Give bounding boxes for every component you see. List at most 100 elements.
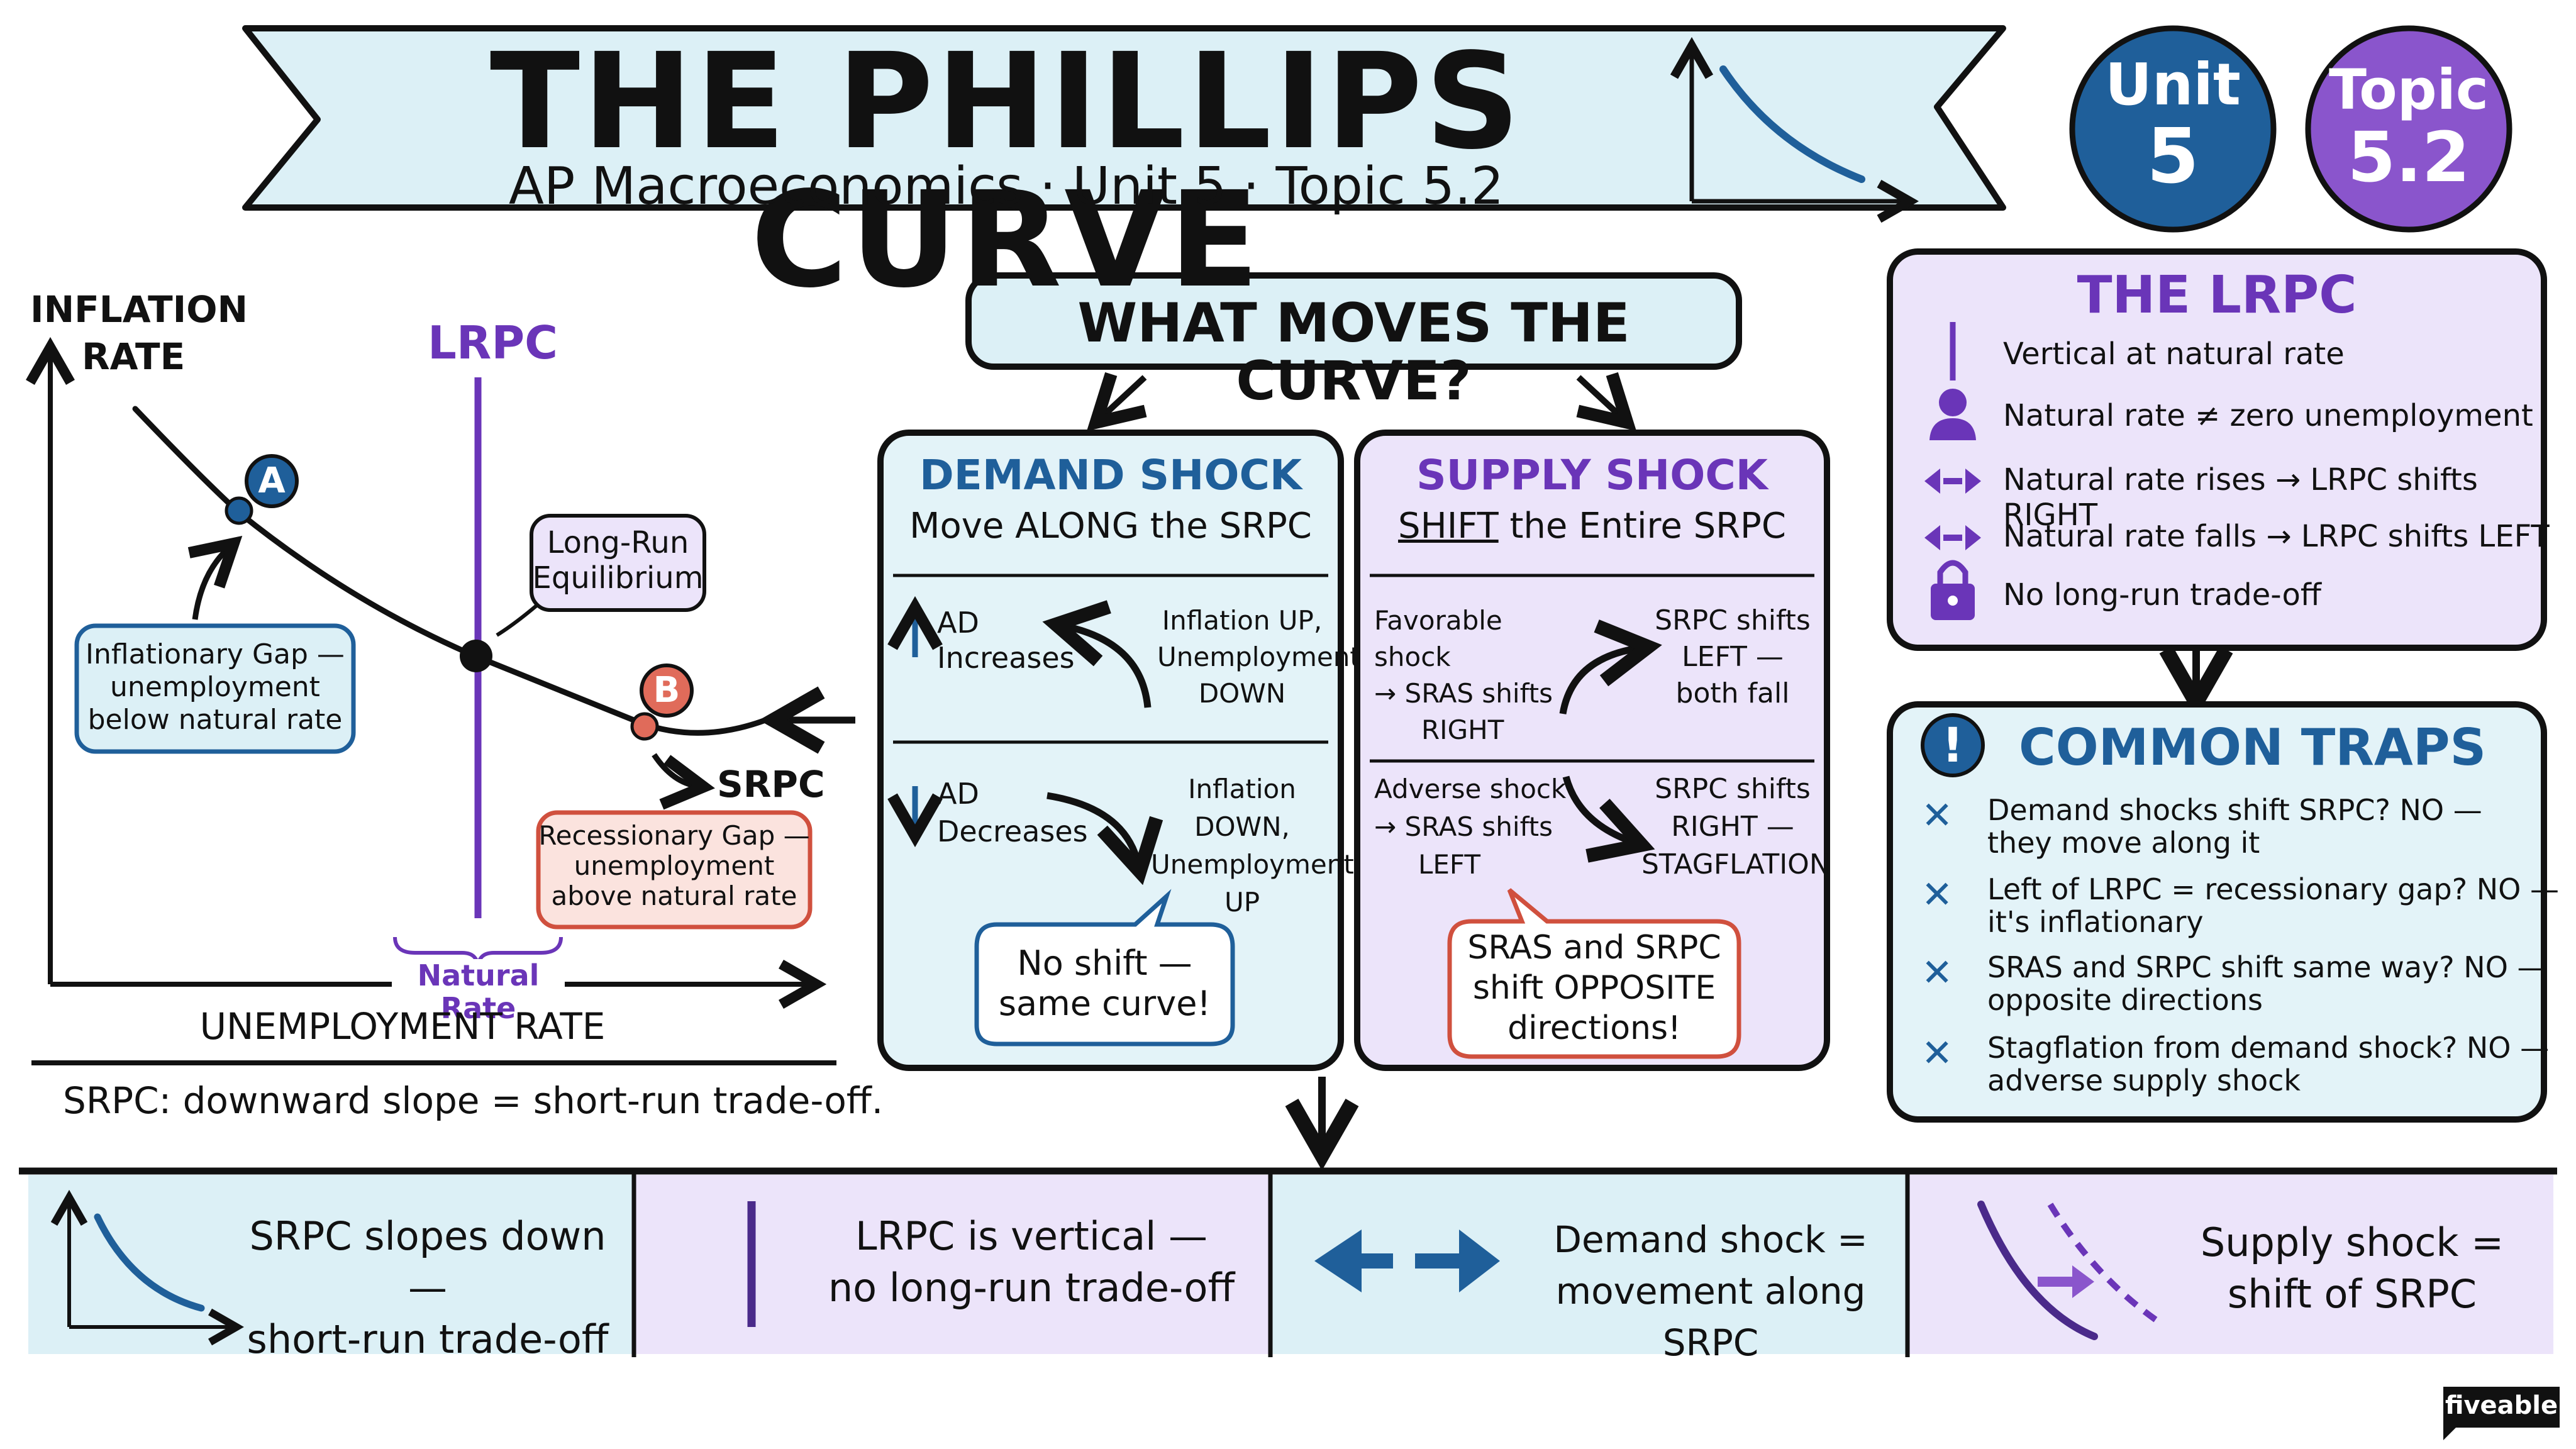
trap-x-icon-4: ✕: [1921, 1031, 1953, 1075]
no-shift-bubble: [974, 889, 1235, 1046]
unit-badge-value: 5: [2146, 113, 2199, 201]
decrease-effect-line-1: Inflation DOWN,: [1188, 774, 1296, 842]
ad-increases: AD Increases: [937, 605, 1075, 675]
lrpc-item-1: Vertical at natural rate: [2003, 336, 2345, 372]
natural-rate-label: Natural Rate: [392, 959, 565, 1024]
increase-effect-line-3: DOWN: [1198, 678, 1286, 709]
trap-4-line-2: adverse supply shock: [1987, 1063, 2301, 1097]
trap-4-line-1: Stagflation from demand shock? NO —: [1987, 1031, 2550, 1065]
lrpc-label: LRPC: [428, 316, 558, 369]
point-b-badge: [640, 663, 694, 718]
trap-3-line-2: opposite directions: [1987, 983, 2263, 1017]
adverse-effect-line-1: SRPC shifts: [1655, 773, 1811, 805]
favorable-effect-line-1: SRPC shifts: [1655, 604, 1811, 636]
adverse-line-2: → SRAS shifts: [1374, 811, 1553, 842]
bottom-4-line-2: shift of SRPC: [2227, 1271, 2477, 1317]
favorable-line-1: Favorable shock: [1374, 605, 1502, 672]
decrease-effect-line-2: Unemployment: [1151, 849, 1354, 880]
bottom-text-2: LRPC is vertical — no long-run trade-off: [818, 1211, 1245, 1314]
page-title: THE PHILLIPS CURVE: [489, 25, 1523, 317]
adverse-line-3: LEFT: [1418, 849, 1481, 880]
adverse-shock: Adverse shock → SRAS shifts LEFT: [1374, 770, 1575, 884]
recessionary-gap-line-1: Recessionary Gap —: [538, 820, 810, 851]
long-run-eq-bubble: [530, 514, 706, 612]
lrpc-item-4: Natural rate falls → LRPC shifts LEFT: [2003, 519, 2550, 554]
inflationary-gap-line-1: Inflationary Gap —: [86, 638, 345, 670]
trap-item-1: Demand shocks shift SRPC? NO — they move…: [1987, 794, 2482, 859]
decrease-effect-line-3: UP: [1224, 887, 1260, 918]
recessionary-gap-text: Recessionary Gap — unemployment above na…: [538, 821, 810, 911]
opposite-line-1: SRAS and SRPC: [1467, 929, 1721, 967]
increase-effect-line-1: Inflation UP,: [1162, 605, 1323, 636]
favorable-effect-line-2: LEFT —: [1682, 641, 1784, 673]
supply-shock-subtitle: SHIFT the Entire SRPC: [1357, 506, 1827, 547]
trap-x-icon-2: ✕: [1921, 873, 1953, 917]
exclamation-icon: [1921, 713, 1985, 777]
trap-item-3: SRAS and SRPC shift same way? NO — oppos…: [1987, 951, 2546, 1016]
double-arrow-icon-2: [1924, 525, 1981, 550]
lrpc-item-3: Natural rate rises → LRPC shifts RIGHT: [2003, 462, 2478, 533]
traps-panel: [1887, 701, 2547, 1123]
ad-increases-line-2: Increases: [937, 641, 1075, 675]
trap-item-4: Stagflation from demand shock? NO — adve…: [1987, 1031, 2549, 1097]
bottom-1-line-1: SRPC slopes down —: [249, 1213, 606, 1311]
adverse-effect-line-3: STAGFLATION: [1641, 848, 1830, 880]
ad-decreases: AD Decreases: [937, 775, 1088, 850]
y-axis-label-2: RATE: [82, 335, 186, 378]
point-a-label: A: [258, 460, 286, 501]
inflationary-gap-line-2: unemployment: [110, 671, 320, 703]
no-shift-line-2: same curve!: [998, 984, 1211, 1023]
inflationary-gap-box: [74, 623, 356, 754]
traps-title: COMMON TRAPS: [2019, 718, 2487, 777]
bottom-3-line-1: Demand shock =: [1553, 1218, 1868, 1261]
brand-tag: [2443, 1387, 2560, 1440]
trap-2-line-2: it's inflationary: [1987, 905, 2204, 939]
adverse-line-1: Adverse shock: [1374, 774, 1567, 804]
ad-decreases-line-2: Decreases: [937, 814, 1088, 848]
bottom-text-4: Supply shock = shift of SRPC: [2163, 1217, 2541, 1320]
favorable-line-3: RIGHT: [1421, 714, 1504, 745]
bottom-3-line-2: movement along SRPC: [1555, 1270, 1866, 1364]
banner-chart-icon: [1692, 50, 1906, 201]
opposite-line-2: shift OPPOSITE: [1472, 969, 1716, 1007]
y-axis-label-1: INFLATION: [30, 288, 248, 331]
trap-item-2: Left of LRPC = recessionary gap? NO — it…: [1987, 873, 2559, 938]
favorable-line-2: → SRAS shifts: [1374, 678, 1553, 709]
topic-badge: [2305, 25, 2512, 233]
trap-3-line-1: SRAS and SRPC shift same way? NO —: [1987, 950, 2546, 984]
demand-shock-subtitle: Move ALONG the SRPC: [909, 506, 1312, 547]
ad-increases-line-1: AD: [937, 606, 979, 640]
trap-2-line-1: Left of LRPC = recessionary gap? NO —: [1987, 872, 2559, 906]
trap-x-icon-1: ✕: [1921, 794, 1953, 838]
chart-caption: SRPC: downward slope = short-run trade-o…: [63, 1079, 884, 1122]
lock-icon: [1931, 560, 1975, 620]
person-icon: [1929, 389, 1976, 440]
lrpc-panel-title: THE LRPC: [2077, 265, 2357, 325]
point-a-dot: [225, 496, 253, 525]
point-b-label: B: [653, 670, 680, 711]
favorable-effect: SRPC shifts LEFT — both fall: [1645, 602, 1821, 712]
inflationary-gap-text: Inflationary Gap — unemployment below na…: [77, 638, 353, 736]
double-arrow-icon-1: [1924, 469, 1981, 494]
bottom-2-line-1: LRPC is vertical —: [855, 1213, 1208, 1259]
no-shift-line-1: No shift —: [1017, 943, 1192, 983]
page-subtitle: AP Macroeconomics · Unit 5 · Topic 5.2: [508, 157, 1504, 216]
point-a-badge: [245, 454, 299, 508]
long-run-eq-line-1: Long-Run: [547, 525, 689, 560]
bottom-2-line-2: no long-run trade-off: [828, 1265, 1235, 1311]
supply-subtitle-rest: the Entire SRPC: [1498, 506, 1786, 547]
supply-subtitle-shift: SHIFT: [1398, 506, 1499, 547]
bottom-4-line-1: Supply shock =: [2200, 1219, 2504, 1265]
inflationary-gap-line-3: below natural rate: [87, 704, 343, 736]
srpc-label: SRPC: [717, 763, 825, 806]
srpc-curve: [132, 406, 777, 736]
long-run-eq-text: Long-Run Equilibrium: [531, 525, 704, 596]
x-axis-label-text: UNEMPLOYMENT RATE: [199, 1005, 606, 1048]
recessionary-gap-line-2: unemployment: [574, 850, 775, 881]
bottom-text-3: Demand shock = movement along SRPC: [1516, 1214, 1906, 1368]
adverse-effect: SRPC shifts RIGHT — STAGFLATION: [1641, 770, 1830, 884]
favorable-effect-line-3: both fall: [1675, 677, 1790, 709]
unit-badge: [2069, 25, 2277, 233]
adverse-effect-line-2: RIGHT —: [1671, 811, 1794, 843]
